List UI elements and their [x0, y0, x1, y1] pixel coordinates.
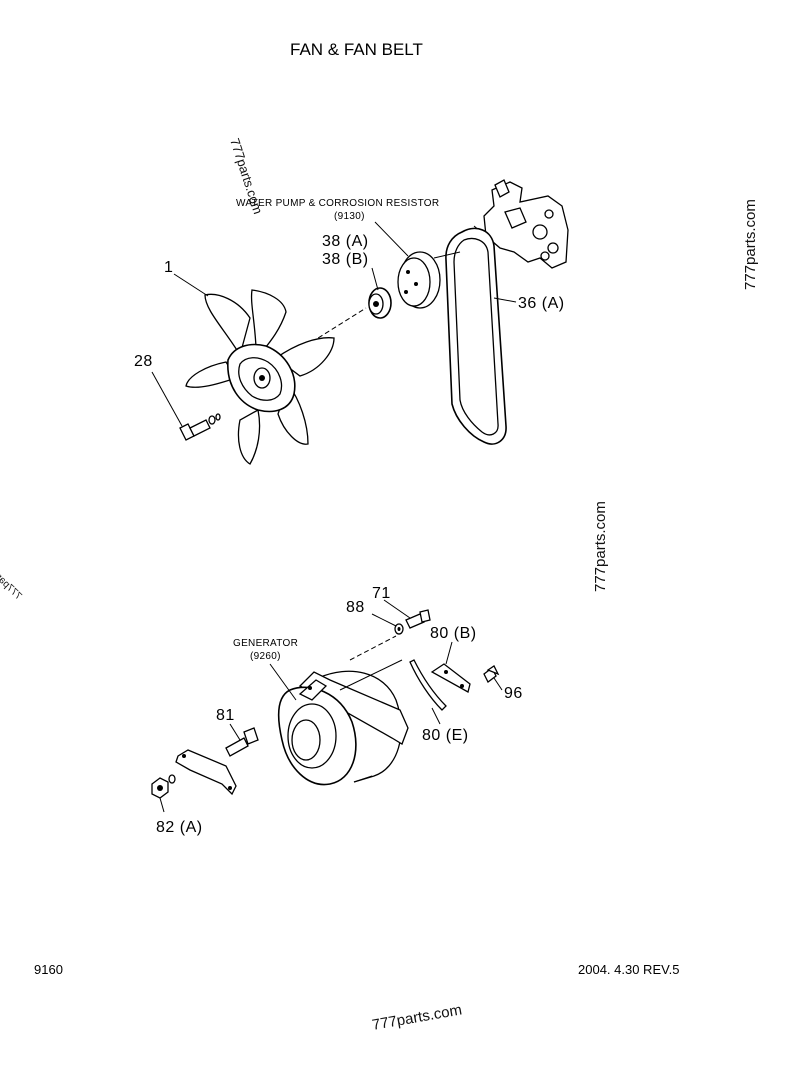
callout-gen-bolt-81: 81 — [216, 707, 235, 724]
brace-e-leader — [431, 707, 441, 725]
generator-axis-line — [349, 635, 397, 661]
water-pump-ref: (9130) — [334, 211, 365, 222]
callout-gen-bolt: 71 — [372, 585, 391, 602]
gen-bolt-81 — [225, 727, 259, 757]
brace-80b — [430, 663, 471, 693]
fan-hub-spacer — [368, 287, 392, 319]
gen-bolt-leader — [383, 599, 411, 619]
revision-date: 2004. 4.30 REV.5 — [578, 962, 679, 977]
gen-bolt-71 — [405, 609, 431, 629]
gen-washer-leader — [371, 613, 397, 627]
brace-b-leader — [445, 641, 453, 665]
watermark: 777parts.com — [0, 551, 24, 602]
belt-leader — [493, 297, 517, 303]
fan-belt — [445, 227, 507, 445]
pulley-leader — [371, 267, 379, 291]
generator-leader — [269, 663, 297, 701]
callout-bolt: 28 — [134, 353, 153, 370]
generator — [277, 659, 409, 786]
bolt-leader — [151, 371, 183, 427]
watermark: 777parts.com — [742, 199, 759, 290]
gen-bolt-96 — [483, 665, 500, 683]
nut-82a — [151, 774, 176, 799]
nut-leader — [159, 797, 165, 813]
callout-belt: 36 (A) — [518, 295, 565, 312]
page-title: FAN & FAN BELT — [290, 40, 423, 59]
water-pump-label: WATER PUMP & CORROSION RESISTOR — [236, 198, 439, 209]
page-code: 9160 — [34, 962, 63, 977]
callout-pulley-a: 38 (A) — [322, 233, 369, 250]
gen-washer-88 — [394, 623, 404, 635]
water-pump-pulley — [397, 251, 461, 309]
callout-nut: 82 (A) — [156, 819, 203, 836]
generator-label: GENERATOR — [233, 638, 298, 649]
watermark: 777parts.com — [592, 501, 609, 592]
callout-fan: 1 — [164, 259, 173, 276]
callout-pulley-b: 38 (B) — [322, 251, 369, 268]
water-pump-leader — [374, 221, 409, 257]
water-pump — [473, 179, 569, 269]
adjusting-bracket — [175, 749, 237, 796]
watermark: 777parts.com — [371, 1001, 463, 1034]
callout-gen-washer: 88 — [346, 599, 365, 616]
callout-brace-e: 80 (E) — [422, 727, 469, 744]
fan-leader — [173, 273, 209, 297]
generator-ref: (9260) — [250, 651, 281, 662]
fan-bolt — [179, 413, 221, 441]
gen-bolt-96-leader — [493, 677, 503, 691]
callout-gen-bolt-96: 96 — [504, 685, 523, 702]
callout-brace-b: 80 (B) — [430, 625, 477, 642]
gen-bolt-81-leader — [229, 723, 241, 741]
fan — [185, 289, 335, 465]
brace-80e — [409, 659, 447, 711]
